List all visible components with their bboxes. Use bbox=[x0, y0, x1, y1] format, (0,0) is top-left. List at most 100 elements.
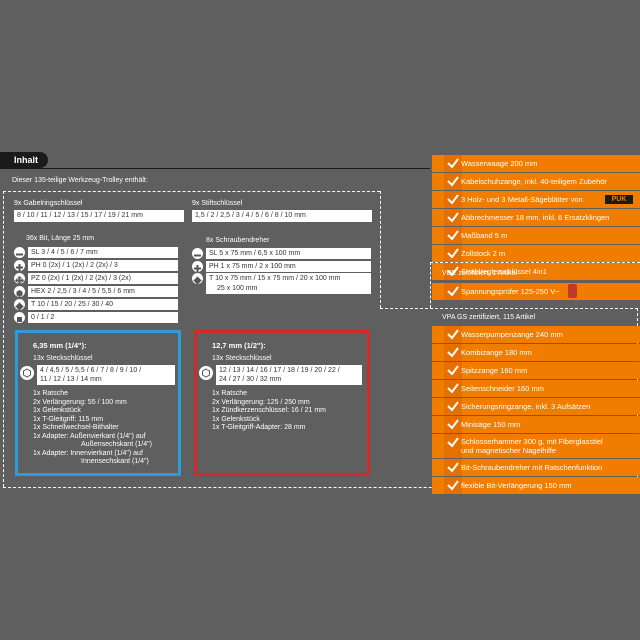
bit-row-text: PZ 0 (2x) / 1 (2x) / 2 (2x) / 3 (2x) bbox=[28, 272, 178, 284]
half-sockets-line1: 12 / 13 / 14 / 16 / 17 / 18 / 19 / 20 / … bbox=[219, 367, 340, 374]
screwdrivers-list: SL 5 x 75 mm / 6,5 x 100 mm PH 1 x 75 mm… bbox=[192, 247, 377, 297]
screwdriver-row-torx: T 10 x 75 mm / 15 x 75 mm / 20 x 100 mm … bbox=[192, 273, 371, 295]
check-icon bbox=[444, 227, 462, 244]
item-kombizange: Kombizange 180 mm bbox=[432, 344, 640, 361]
screwdriver-row-text: SL 5 x 75 mm / 6,5 x 100 mm bbox=[206, 247, 371, 259]
hexkeys-label: 9x Stiftschlüssel bbox=[192, 200, 243, 207]
bit-row-text: SL 3 / 4 / 5 / 6 / 7 mm bbox=[28, 246, 178, 258]
item-kabelschuhzange: Kabelschuhzange, inkl. 40-teiligem Zubeh… bbox=[432, 173, 640, 190]
bit-row-square: 0 / 1 / 2 bbox=[14, 311, 178, 323]
quarter-item: 1x Adapter: Außenvierkant (1/4") auf bbox=[33, 432, 146, 440]
quarter-item: 1x Schnellwechsel-Bithalter bbox=[33, 424, 119, 431]
torx-icon bbox=[192, 273, 203, 285]
wrenches-label: 9x Gabelringschlüssel bbox=[14, 200, 83, 207]
bit-row-text: 0 / 1 / 2 bbox=[28, 311, 178, 323]
item-zollstock: Zollstock 2 m bbox=[432, 245, 640, 262]
phillips-icon bbox=[192, 260, 203, 272]
phillips-icon bbox=[14, 259, 25, 271]
item-saegeblaetter: 3 Holz- und 3 Metall-Sägeblätter von PUK bbox=[432, 191, 640, 208]
half-sockets-label: 13x Steckschlüssel bbox=[212, 355, 272, 362]
check-icon bbox=[444, 477, 462, 494]
frame-connector bbox=[380, 308, 638, 309]
screwdrivers-label: 8x Schraubendreher bbox=[206, 237, 270, 244]
check-icon bbox=[444, 263, 462, 280]
screwdriver-row-text: T 10 x 75 mm / 15 x 75 mm / 20 x 100 mm … bbox=[206, 273, 371, 294]
bit-row-hex: HEX 2 / 2,5 / 3 / 4 / 5 / 5,5 / 6 mm bbox=[14, 285, 178, 297]
item-text: Spannungsprüfer 125-250 V~ bbox=[461, 287, 560, 296]
half-item: 1x Ratsche bbox=[212, 390, 248, 397]
quarter-item: 2x Verlängerung: 55 / 100 mm bbox=[33, 398, 127, 406]
item-text: Strahlreglerschlüssel 4in1 bbox=[461, 267, 547, 276]
item-text: Bit-Schraubendreher mit Ratschenfunktion bbox=[461, 463, 603, 472]
check-icon bbox=[444, 344, 462, 361]
tester-icon bbox=[568, 284, 577, 298]
check-icon bbox=[444, 459, 462, 476]
item-text: Kabelschuhzange, inkl. 40-teiligem Zubeh… bbox=[461, 177, 607, 186]
frame-vde bbox=[430, 262, 431, 308]
check-icon bbox=[444, 416, 462, 433]
vde-note: VDE zertifiziert, 1 Artikel bbox=[442, 270, 517, 277]
item-spitzzange: Spitzzange 160 mm bbox=[432, 362, 640, 379]
item-text: Wasserwaage 200 mm bbox=[461, 159, 538, 168]
item-text: Sicherungsringzange, inkl. 3 Aufsätzen bbox=[461, 402, 591, 411]
half-title: 12,7 mm (1/2"): bbox=[212, 341, 266, 350]
screwdriver-torx-line2: 25 x 100 mm bbox=[217, 285, 258, 292]
pozidriv-icon bbox=[14, 272, 25, 285]
screwdriver-row-slotted: SL 5 x 75 mm / 6,5 x 100 mm bbox=[192, 247, 371, 259]
wrenches-sizes: 8 / 10 / 11 / 12 / 13 / 15 / 17 / 19 / 2… bbox=[14, 210, 184, 222]
bits-list: SL 3 / 4 / 5 / 6 / 7 mm PH 0 (2x) / 1 (2… bbox=[14, 246, 184, 326]
hammer-line2: und magnetischer Nagelhilfe bbox=[461, 446, 557, 455]
check-icon bbox=[444, 326, 462, 343]
hammer-line1: Schlosserhammer 300 g, mit Fiberglasstie… bbox=[461, 437, 603, 446]
check-icon bbox=[444, 434, 462, 458]
frame-bottom bbox=[3, 487, 637, 488]
bit-row-slotted: SL 3 / 4 / 5 / 6 / 7 mm bbox=[14, 246, 178, 258]
item-text: Maßband 5 m bbox=[461, 231, 508, 240]
item-minisaege: Minisäge 150 mm bbox=[432, 416, 640, 433]
quarter-item: 1x Ratsche bbox=[33, 390, 69, 397]
item-bit-schraubendreher: Bit-Schraubendreher mit Ratschenfunktion bbox=[432, 459, 640, 476]
check-icon bbox=[444, 398, 462, 415]
bits-label: 36x Bit, Länge 25 mm bbox=[26, 235, 95, 242]
quarter-item: 1x Gelenkstück bbox=[33, 407, 81, 414]
socket-icon bbox=[20, 366, 34, 380]
frame-mid bbox=[380, 191, 381, 308]
half-item: 1x Zündkerzenschlüssel: 16 / 21 mm bbox=[212, 407, 326, 414]
vpa-note: VPA GS zertifiziert, 115 Artikel bbox=[442, 314, 536, 321]
square-icon bbox=[14, 311, 25, 323]
frame-vde-top bbox=[430, 262, 640, 263]
hexkeys-sizes: 1,5 / 2 / 2,5 / 3 / 4 / 5 / 6 / 8 / 10 m… bbox=[192, 210, 372, 222]
check-icon bbox=[444, 173, 462, 190]
item-text: flexible Bit-Verlängerung 150 mm bbox=[461, 481, 572, 490]
item-text: Schlosserhammer 300 g, mit Fiberglasstie… bbox=[461, 437, 603, 455]
item-strahlregler: Strahlreglerschlüssel 4in1 bbox=[432, 263, 640, 280]
item-seitenschneider: Seitenschneider 160 mm bbox=[432, 380, 640, 397]
half-item: 2x Verlängerung: 125 / 250 mm bbox=[212, 398, 310, 406]
puk-logo: PUK bbox=[605, 195, 633, 204]
bit-row-pozidriv: PZ 0 (2x) / 1 (2x) / 2 (2x) / 3 (2x) bbox=[14, 272, 178, 285]
half-sockets-line2: 24 / 27 / 30 / 32 mm bbox=[219, 376, 282, 383]
hex-icon bbox=[14, 285, 25, 297]
item-text: Wasserpumpenzange 240 mm bbox=[461, 330, 563, 339]
bit-row-text: PH 0 (2x) / 1 (2x) / 2 (2x) / 3 bbox=[28, 259, 178, 271]
half-sockets-sizes: 12 / 13 / 14 / 16 / 17 / 18 / 19 / 20 / … bbox=[216, 365, 362, 385]
quarter-item: Innensechskant (1/4") bbox=[81, 458, 149, 465]
quarter-title: 6,35 mm (1/4"): bbox=[33, 341, 87, 350]
check-icon bbox=[444, 283, 462, 300]
check-icon bbox=[444, 155, 462, 172]
item-text: Kombizange 180 mm bbox=[461, 348, 532, 357]
screwdriver-row-text: PH 1 x 75 mm / 2 x 100 mm bbox=[206, 260, 371, 272]
item-spannungspruefer: Spannungsprüfer 125-250 V~ bbox=[432, 283, 640, 300]
check-icon bbox=[444, 362, 462, 379]
slotted-icon bbox=[14, 246, 25, 258]
check-icon bbox=[444, 245, 462, 262]
quarter-sockets-sizes: 4 / 4,5 / 5 / 5,5 / 6 / 7 / 8 / 9 / 10 /… bbox=[37, 365, 175, 385]
item-sicherungsringzange: Sicherungsringzange, inkl. 3 Aufsätzen bbox=[432, 398, 640, 415]
check-icon bbox=[444, 191, 462, 208]
bit-row-phillips: PH 0 (2x) / 1 (2x) / 2 (2x) / 3 bbox=[14, 259, 178, 271]
quarter-item: 1x T-Gleitgriff: 115 mm bbox=[33, 415, 104, 423]
vde-note-text: VDE zertifiziert, 1 Artikel bbox=[442, 270, 518, 277]
quarter-item: Außensechskant (1/4") bbox=[81, 441, 152, 448]
quarter-sockets-line2: 11 / 12 / 13 / 14 mm bbox=[40, 376, 102, 383]
item-text: Abbrechmesser 18 mm, inkl. 6 Ersatzkling… bbox=[461, 213, 610, 222]
